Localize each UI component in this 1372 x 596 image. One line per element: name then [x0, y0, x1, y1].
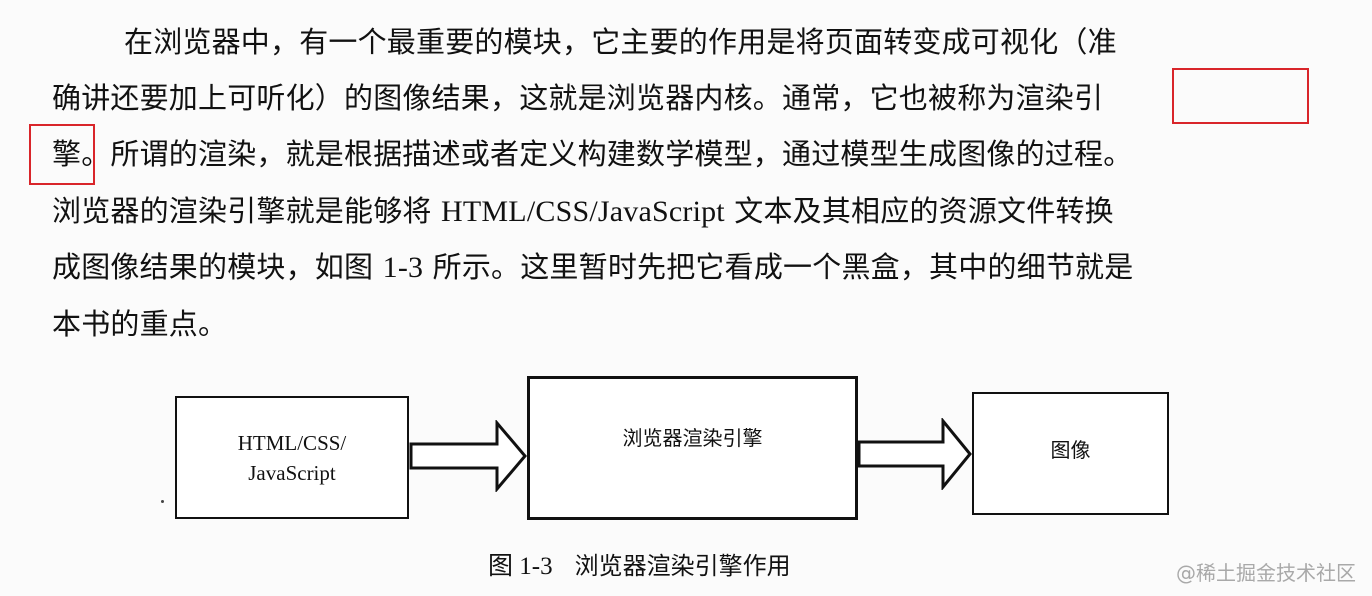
paragraph-latin-term: HTML/CSS/JavaScript: [441, 195, 725, 228]
figure-caption: 图 1-3 浏览器渲染引擎作用: [488, 546, 791, 586]
paragraph-text: 文本及其相应的资源文件转换: [724, 194, 1114, 228]
paragraph-text: 在浏览器中，有一个最重要的模块，它主要的作用是将页面转变成可视化（准: [124, 25, 1117, 59]
diagram-output-label: 图像: [1050, 437, 1091, 462]
paragraph-text: 所示。这里暂时先把它看成一个黑盒，其中的细节就是: [423, 250, 1134, 284]
paragraph-line-6: 本书的重点。: [52, 296, 1337, 352]
figure-title: 浏览器渲染引擎作用: [574, 552, 791, 580]
diagram-engine-label: 浏览器渲染引擎: [622, 426, 763, 450]
diagram-output-box: 图像: [972, 392, 1169, 515]
paragraph-text: 确讲还要加上可听化）的图像结果，这就是浏览器内核。通常，它也被称为渲染引: [52, 81, 1104, 115]
figure-reference: 1-3: [382, 251, 424, 284]
scan-speck: [161, 500, 164, 503]
paragraph-line-2: 确讲还要加上可听化）的图像结果，这就是浏览器内核。通常，它也被称为渲染引: [52, 70, 1337, 126]
paragraph-line-3: 擎。所谓的渲染，就是根据描述或者定义构建数学模型，通过模型生成图像的过程。: [52, 126, 1337, 182]
paragraph-text: 本书的重点。: [52, 307, 228, 341]
paragraph-text: 擎。所谓的渲染，就是根据描述或者定义构建数学模型，通过模型生成图像的过程。: [52, 137, 1133, 171]
figure-number: 图 1-3: [488, 553, 553, 580]
highlight-box-term-part1: [1172, 68, 1309, 124]
diagram-input-line-1: HTML/CSS/: [237, 430, 347, 455]
paragraph-text: 浏览器的渲染引擎就是能够将: [52, 194, 442, 228]
highlight-box-term-part2: [29, 124, 95, 185]
diagram-engine-box: 浏览器渲染引擎: [527, 376, 858, 520]
paragraph-line-4: 浏览器的渲染引擎就是能够将 HTML/CSS/JavaScript 文本及其相应…: [52, 183, 1337, 239]
watermark: @稀土掘金技术社区: [1176, 561, 1356, 585]
diagram-input-label: HTML/CSS/ JavaScript: [238, 428, 347, 488]
paragraph-line-1: 在浏览器中，有一个最重要的模块，它主要的作用是将页面转变成可视化（准: [124, 14, 1372, 70]
diagram-input-line-2: JavaScript: [248, 460, 336, 485]
arrow-right-icon: [857, 418, 972, 490]
arrow-right-icon: [409, 420, 527, 492]
paragraph-text: 成图像结果的模块，如图: [52, 250, 383, 284]
paragraph-line-5: 成图像结果的模块，如图 1-3 所示。这里暂时先把它看成一个黑盒，其中的细节就是: [52, 239, 1337, 295]
diagram-input-box: HTML/CSS/ JavaScript: [175, 396, 409, 519]
